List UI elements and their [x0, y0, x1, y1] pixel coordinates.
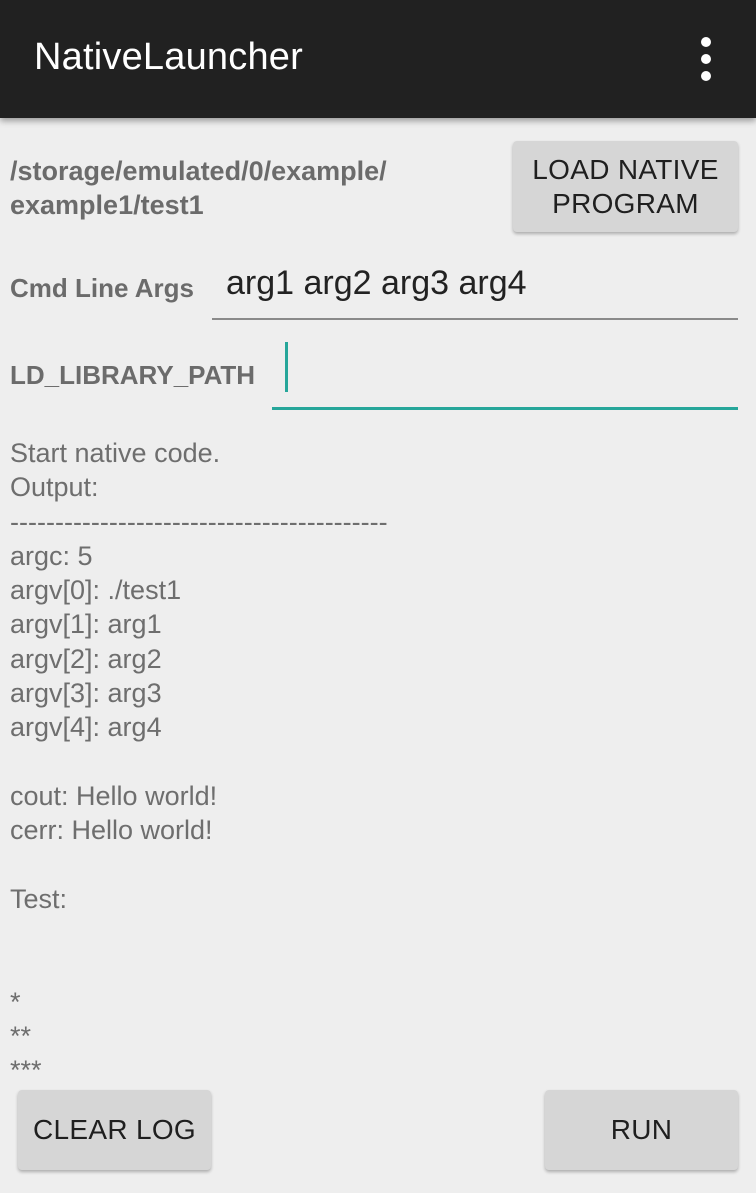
clear-log-button[interactable]: CLEAR LOG — [18, 1090, 211, 1170]
ld-library-path-label: LD_LIBRARY_PATH — [10, 360, 256, 390]
app-title: NativeLauncher — [34, 36, 303, 78]
cmd-line-args-input[interactable]: arg1 arg2 arg3 arg4 — [212, 256, 738, 320]
cmd-line-args-label: Cmd Line Args — [10, 273, 194, 303]
app-bar: NativeLauncher — [0, 0, 756, 118]
more-vert-icon[interactable] — [680, 30, 732, 88]
run-button[interactable]: RUN — [545, 1090, 738, 1170]
ld-library-path-input[interactable] — [272, 340, 738, 410]
overflow-dot — [701, 71, 711, 81]
output-log: Start native code. Output: -------------… — [10, 438, 388, 1078]
text-caret — [285, 342, 288, 392]
overflow-dot — [701, 54, 711, 64]
program-path: /storage/emulated/0/example/ example1/te… — [10, 156, 387, 220]
load-native-program-button[interactable]: LOAD NATIVE PROGRAM — [513, 141, 738, 232]
overflow-dot — [701, 37, 711, 47]
